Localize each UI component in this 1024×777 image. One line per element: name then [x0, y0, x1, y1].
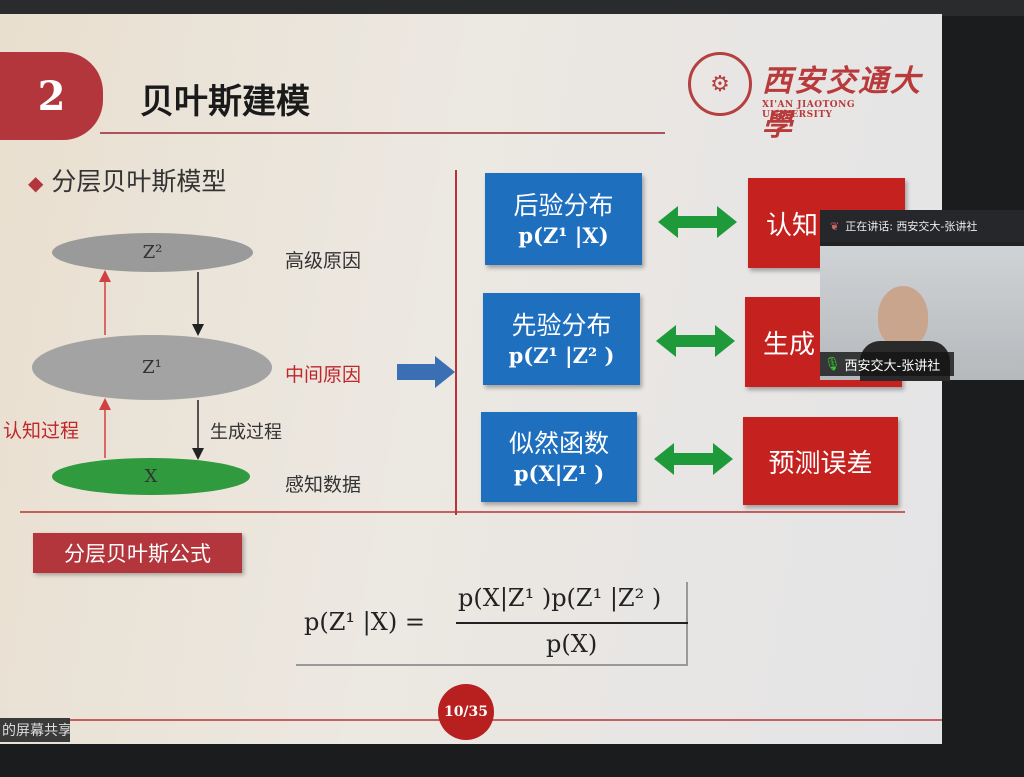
formula-denominator: p(X) [546, 630, 598, 658]
logo-cn-text: 西安交通大學 [762, 64, 922, 143]
formula-numerator: p(X|Z¹ )p(Z¹ |Z² ) [458, 584, 662, 612]
page-indicator: 10/35 [438, 684, 494, 740]
logo-en-text: XI'AN JIAOTONG UNIVERSITY [762, 100, 856, 120]
section-number: 2 [0, 52, 103, 140]
screen-share-label: 的屏幕共享 [0, 718, 70, 742]
level-data: 感知数据 [285, 474, 362, 496]
speaker-head [878, 286, 928, 346]
node-z2: Z² [52, 233, 253, 272]
speaker-avatar-icon: ❦ [830, 219, 840, 233]
university-logo: ⚙ 西安交通大學 XI'AN JIAOTONG UNIVERSITY [688, 52, 928, 143]
node-z1: Z¹ [32, 335, 272, 400]
right-arrow-icon [397, 356, 455, 388]
title-underline [100, 132, 665, 134]
level-mid: 中间原因 [285, 364, 362, 386]
bayes-formula: p(Z¹ |X) = p(X|Z¹ )p(Z¹ |Z² ) p(X) [296, 582, 688, 666]
double-arrow-icon [654, 443, 733, 475]
participant-name-text: 西安交大-张讲社 [844, 358, 941, 374]
formula-title: 分层贝叶斯公式 [33, 533, 242, 573]
speaking-text: 正在讲话: 西安交大-张讲社 [845, 220, 978, 233]
generation-process: 生成过程 [210, 422, 282, 443]
microphone-icon: 🎙 [824, 356, 841, 372]
monitor-bezel [0, 0, 1024, 16]
subtitle: ◆ 分层贝叶斯模型 [28, 162, 226, 198]
speaking-bar: ❦ 正在讲话: 西安交大-张讲社 [820, 210, 1024, 242]
slide-title: 贝叶斯建模 [140, 82, 310, 122]
level-high: 高级原因 [285, 250, 362, 272]
speaker-video[interactable]: ❦ 正在讲话: 西安交大-张讲社 🎙西安交大-张讲社 [820, 210, 1024, 381]
fraction-bar [456, 622, 688, 624]
participant-name: 🎙西安交大-张讲社 [820, 352, 954, 376]
university-seal-icon: ⚙ [688, 52, 752, 116]
diamond-bullet-icon: ◆ [28, 171, 44, 195]
vertical-divider [455, 170, 457, 515]
prediction-error-box: 预测误差 [743, 417, 898, 505]
double-arrow-icon [656, 325, 735, 357]
presentation-slide: 2 贝叶斯建模 ⚙ 西安交通大學 XI'AN JIAOTONG UNIVERSI… [0, 14, 942, 744]
formula-lhs: p(Z¹ |X) = [304, 608, 425, 636]
subtitle-text: 分层贝叶斯模型 [51, 167, 227, 196]
double-arrow-icon [658, 206, 737, 238]
recognition-process: 认知过程 [3, 420, 80, 442]
node-x: X [52, 458, 250, 495]
